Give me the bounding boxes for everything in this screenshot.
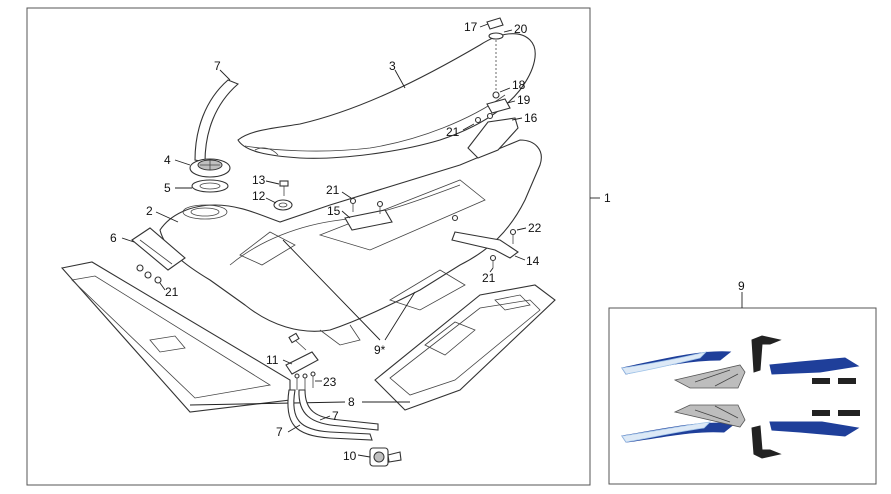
fuel-hoses	[287, 389, 379, 441]
callout-23: 23	[323, 375, 337, 389]
washer-20	[488, 32, 504, 40]
callout-5: 5	[164, 181, 171, 195]
bracket-16	[467, 112, 519, 159]
decal-kit	[621, 335, 860, 459]
bolt-21-lower	[489, 254, 497, 268]
bracket-19	[486, 98, 511, 114]
fuel-cock-10	[369, 447, 402, 467]
decal-logo-1	[812, 378, 830, 384]
callout-4: 4	[164, 153, 171, 167]
callout-22: 22	[528, 221, 542, 235]
screws-23	[294, 371, 316, 390]
callout-15: 15	[327, 204, 341, 218]
nut-18	[492, 91, 500, 99]
decal-kit-frame	[608, 307, 877, 485]
decal-logo-4	[838, 410, 860, 416]
callout-20: 20	[514, 22, 528, 36]
bolts-left	[136, 264, 162, 284]
callout-1: 1	[604, 191, 611, 205]
fuel-cap	[189, 158, 231, 178]
fuel-tank-body	[159, 139, 542, 346]
callout-14: 14	[526, 254, 540, 268]
callout-8: 8	[348, 395, 355, 409]
callout-21-left: 21	[165, 285, 179, 299]
right-side-panel	[374, 284, 556, 411]
decal-left-lower-light	[621, 421, 712, 443]
decal-fork-lower	[751, 425, 782, 459]
callout-21-upper: 21	[446, 125, 460, 139]
callout-7-left: 7	[276, 425, 283, 439]
fuel-valve-11	[285, 332, 319, 375]
callout-12: 12	[252, 189, 266, 203]
callout-19: 19	[517, 93, 531, 107]
callout-18: 18	[512, 78, 526, 92]
callout-9: 9	[738, 279, 745, 293]
bolt-22	[509, 228, 517, 244]
bracket-15	[344, 197, 393, 231]
decal-fork-upper	[751, 335, 782, 373]
callout-17: 17	[464, 20, 478, 34]
grommet-12	[273, 199, 293, 211]
cap-gasket	[191, 179, 229, 193]
main-diagram-frame	[26, 7, 591, 486]
bolt-13	[279, 180, 289, 196]
callout-21-mid: 21	[326, 183, 340, 197]
decal-logo-3	[812, 410, 830, 416]
decal-left-upper-light	[621, 351, 708, 375]
callout-16: 16	[524, 111, 538, 125]
decal-logo-2	[838, 378, 856, 384]
breather-hose	[194, 79, 240, 163]
callout-7-top: 7	[214, 59, 221, 73]
callout-3: 3	[389, 59, 396, 73]
side-bracket	[131, 227, 186, 271]
callout-7-right: 7	[332, 409, 339, 423]
cap-17	[486, 17, 504, 30]
decal-right-upper-blue	[769, 357, 860, 375]
seat	[237, 33, 536, 159]
callout-2: 2	[146, 204, 153, 218]
decal-right-lower-blue	[769, 421, 860, 437]
bracket-14	[451, 214, 519, 259]
callout-11: 11	[266, 353, 279, 367]
callout-9-star: 9*	[374, 343, 386, 357]
callout-6: 6	[110, 231, 117, 245]
callout-10: 10	[343, 449, 357, 463]
callout-21-lower: 21	[482, 271, 496, 285]
callout-13: 13	[252, 173, 266, 187]
